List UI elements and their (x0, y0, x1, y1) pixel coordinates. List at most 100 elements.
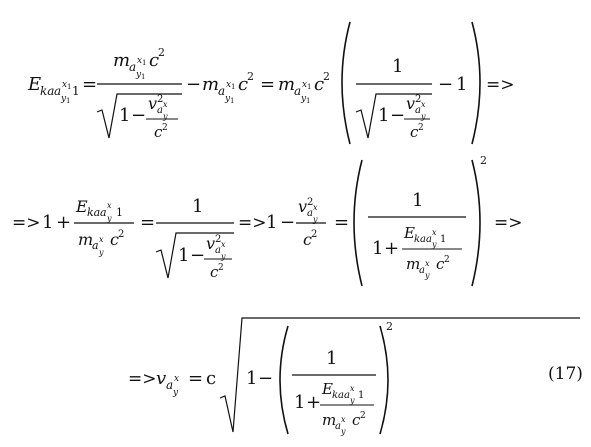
svg-text:E: E (75, 197, 88, 216)
svg-text:x: x (99, 235, 104, 244)
svg-text:1: 1 (66, 97, 70, 105)
svg-text:x: x (62, 80, 67, 90)
svg-text:ka: ka (87, 206, 100, 219)
svg-text:y: y (106, 214, 112, 223)
svg-text:1: 1 (119, 105, 130, 126)
svg-text:1: 1 (141, 73, 145, 81)
svg-text:1: 1 (266, 212, 277, 233)
svg-text:+: + (306, 392, 321, 413)
svg-text:x: x (226, 80, 231, 90)
svg-text:a: a (344, 390, 350, 401)
svg-text:=>: => (494, 213, 523, 233)
svg-text:c: c (436, 255, 445, 273)
svg-text:x: x (425, 259, 430, 268)
svg-text:m: m (322, 411, 336, 429)
svg-text:2: 2 (157, 94, 163, 105)
svg-text:y: y (424, 271, 430, 280)
svg-text:2: 2 (247, 70, 254, 83)
svg-text:y: y (312, 215, 318, 224)
svg-text:a: a (419, 265, 425, 276)
svg-text:1: 1 (372, 238, 383, 259)
svg-text:c: c (352, 411, 361, 429)
svg-text:1: 1 (307, 83, 311, 91)
svg-text:1: 1 (192, 196, 203, 217)
svg-text:y: y (220, 252, 226, 261)
svg-text:ka: ka (332, 390, 344, 401)
svg-text:c: c (410, 123, 419, 141)
svg-text:−: − (258, 368, 273, 389)
svg-text:a: a (415, 105, 421, 116)
svg-text:c: c (149, 50, 159, 71)
svg-text:c: c (154, 123, 163, 141)
svg-text:1: 1 (294, 392, 305, 413)
svg-text:y: y (349, 396, 355, 405)
svg-text:2: 2 (307, 197, 313, 208)
svg-text:2: 2 (215, 234, 221, 245)
svg-text:v: v (156, 368, 166, 389)
svg-text:c: c (210, 263, 219, 281)
svg-text:c: c (206, 368, 216, 389)
svg-text:v: v (206, 234, 215, 253)
svg-text:a: a (166, 378, 173, 392)
svg-text:E: E (321, 380, 333, 398)
svg-text:1: 1 (306, 97, 310, 105)
svg-text:=: = (260, 74, 275, 95)
svg-text:x: x (221, 240, 226, 249)
svg-text:1: 1 (378, 105, 389, 126)
svg-text:y: y (98, 248, 104, 257)
svg-text:1: 1 (230, 97, 234, 105)
equation-line-2: => 1 + E ka a x y 1 m a x y c 2 = 1 1 − … (0, 150, 591, 299)
svg-text:m: m (278, 74, 295, 95)
svg-text:2: 2 (158, 46, 165, 59)
svg-text:y: y (431, 240, 437, 249)
svg-text:2: 2 (415, 94, 421, 105)
svg-text:x: x (302, 80, 307, 90)
svg-text:x: x (174, 374, 179, 384)
svg-text:−: − (390, 105, 405, 126)
svg-text:ka: ka (40, 84, 54, 98)
svg-text:1: 1 (72, 84, 80, 98)
svg-text:ka: ka (414, 234, 426, 245)
svg-text:1: 1 (231, 83, 235, 91)
svg-text:=: = (82, 74, 97, 95)
svg-text:v: v (406, 94, 415, 113)
equation-line-3: => v a x y = c 1 − 2 1 1 + E ka a x y 1 … (0, 298, 591, 447)
svg-text:m: m (78, 230, 93, 249)
svg-text:c: c (314, 74, 324, 95)
svg-text:2: 2 (311, 229, 317, 240)
svg-text:a: a (335, 421, 341, 432)
svg-text:y: y (340, 427, 346, 436)
svg-text:x: x (313, 203, 318, 212)
svg-text:x: x (341, 415, 346, 424)
svg-text:c: c (238, 74, 248, 95)
svg-text:1: 1 (326, 348, 337, 369)
svg-text:=: = (334, 212, 349, 233)
svg-text:1: 1 (116, 206, 123, 219)
svg-text:2: 2 (118, 229, 124, 240)
svg-text:a: a (157, 105, 163, 116)
svg-text:2: 2 (386, 320, 393, 333)
svg-text:−: − (438, 74, 453, 95)
svg-text:−: − (186, 74, 201, 95)
svg-text:2: 2 (480, 154, 487, 167)
svg-text:2: 2 (444, 255, 450, 265)
svg-text:c: c (303, 230, 312, 249)
svg-text:1: 1 (67, 83, 71, 91)
svg-text:a: a (129, 60, 136, 74)
svg-text:y: y (300, 94, 307, 104)
svg-text:x: x (350, 384, 355, 393)
svg-text:y: y (162, 112, 168, 121)
svg-text:1: 1 (142, 59, 146, 67)
svg-text:a: a (294, 84, 301, 98)
svg-text:v: v (298, 197, 307, 216)
svg-text:y: y (172, 388, 179, 398)
equation-number: (17) (548, 364, 583, 384)
svg-text:−: − (280, 212, 295, 233)
svg-text:m: m (406, 255, 420, 273)
svg-text:x: x (432, 228, 437, 237)
svg-text:y: y (224, 94, 231, 104)
svg-text:a: a (54, 84, 61, 98)
svg-text:=: = (188, 368, 203, 389)
svg-text:y: y (135, 70, 142, 80)
svg-text:=>: => (12, 213, 41, 233)
